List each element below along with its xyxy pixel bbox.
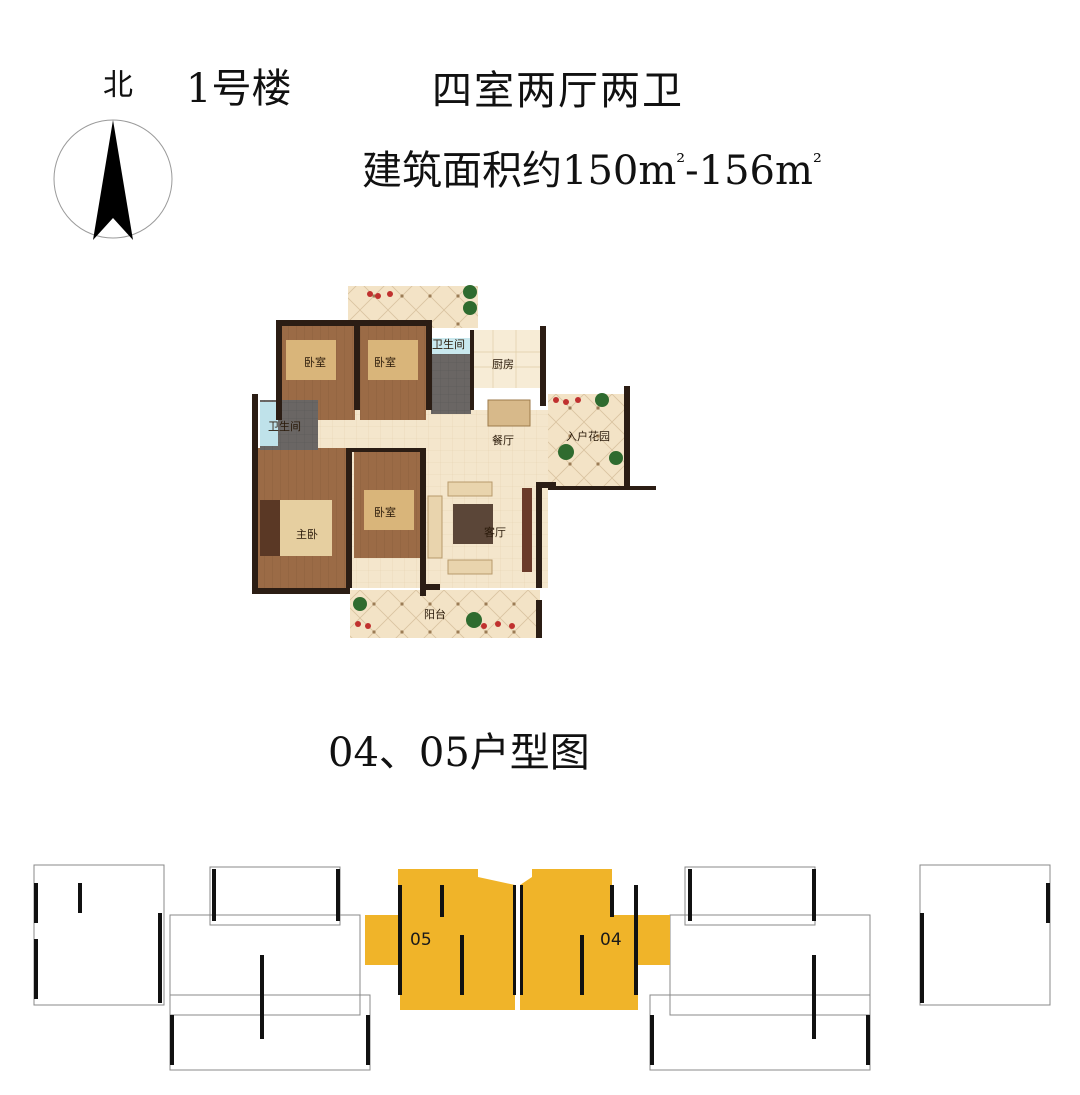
room-label-entry-garden: 入户花园 [566, 429, 610, 443]
area-unit-sup: ² [676, 150, 686, 176]
area-min: 150 [562, 148, 639, 194]
north-arrow-icon [53, 119, 173, 240]
area-max: 156 [698, 148, 775, 194]
room-label-living: 客厅 [484, 525, 506, 539]
layout-type-title: 四室两厅两卫 [432, 68, 684, 114]
units-caption: 04、05户型图 [328, 730, 590, 776]
room-label-dining: 餐厅 [492, 433, 514, 447]
unit-label-05: 05 [410, 930, 432, 950]
room-label-bedroom-s: 卧室 [374, 505, 396, 519]
building-key-plan: 05 04 [33, 864, 1051, 1071]
area-title: 建筑面积约150m²-156m² [362, 138, 822, 196]
north-label: 北 [103, 68, 133, 103]
room-label-master-bedroom: 主卧 [296, 528, 318, 541]
unit-label-04: 04 [600, 930, 622, 950]
room-label-kitchen: 厨房 [492, 358, 514, 371]
building-title: 1号楼 [186, 66, 292, 112]
room-label-bedroom-n: 卧室 [374, 355, 396, 369]
area-prefix: 建筑面积约 [362, 148, 562, 194]
room-label-bathroom-w: 卫生间 [268, 419, 301, 433]
area-sep: - [685, 148, 699, 194]
floor-plan: 卧室 卧室 卫生间 厨房 卫生间 餐厅 入户花园 主卧 卧室 客厅 阳台 [252, 285, 656, 638]
area-unit: m [775, 148, 813, 194]
area-unit-sup: ² [812, 150, 822, 176]
room-label-bedroom-nw: 卧室 [304, 355, 326, 369]
room-label-balcony: 阳台 [424, 607, 446, 621]
room-label-bathroom-n: 卫生间 [432, 337, 465, 351]
area-unit: m [638, 148, 677, 194]
